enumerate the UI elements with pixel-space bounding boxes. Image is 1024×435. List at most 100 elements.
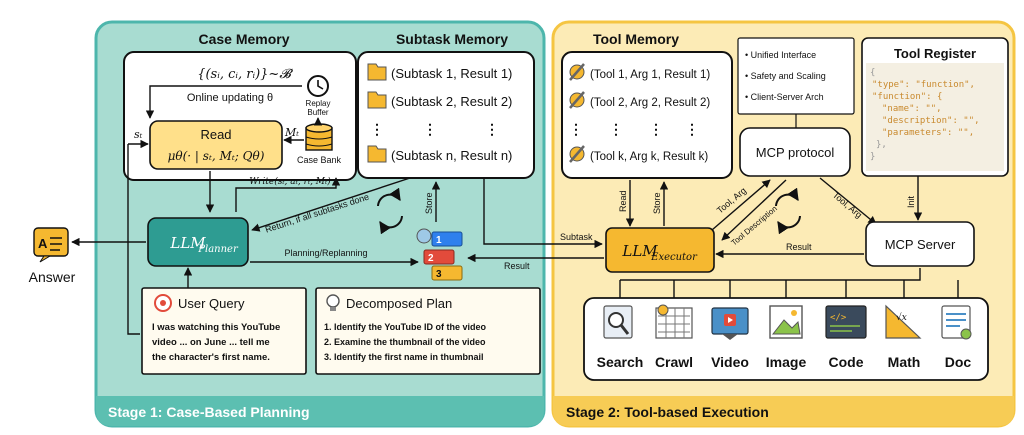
tool-label-video: Video xyxy=(711,354,749,370)
wrench-gear-icon xyxy=(569,63,585,163)
feature-item: • Client-Server Arch xyxy=(745,92,824,102)
svg-text:√x: √x xyxy=(896,312,907,323)
subtask-dots: ⋮ xyxy=(423,121,437,137)
mcp-protocol-box xyxy=(739,127,851,177)
decomposed-plan-title: Decomposed Plan xyxy=(346,296,452,311)
tool-dots: ⋮ xyxy=(609,121,623,137)
planning-label: Planning/Replanning xyxy=(284,248,367,258)
subtask-label: Subtask xyxy=(560,232,593,242)
answer-icon: A xyxy=(33,227,69,263)
folder-icon xyxy=(367,63,387,163)
read-label: Read xyxy=(200,127,231,142)
tool-label-image: Image xyxy=(766,354,807,370)
subtask-dots: ⋮ xyxy=(370,121,384,137)
s-t-label: sₜ xyxy=(134,128,143,141)
executor-label: LLM xyxy=(621,242,658,260)
answer-label: Answer xyxy=(29,269,76,285)
subtask-memory-title: Subtask Memory xyxy=(396,31,508,47)
tool-label-doc: Doc xyxy=(945,354,972,370)
tool-memory-title: Tool Memory xyxy=(593,31,679,47)
result-label-2: Result xyxy=(786,242,812,252)
subtask-dots: ⋮ xyxy=(485,121,499,137)
video-tool[interactable]: Video xyxy=(711,307,749,370)
read-box xyxy=(149,120,283,170)
online-update-label: Online updating θ xyxy=(187,92,273,104)
subtask-row-1: (Subtask 1, Result 1) xyxy=(391,66,512,81)
mcp-server-label: MCP Server xyxy=(885,237,956,252)
search-tool[interactable]: Search xyxy=(597,305,644,370)
stage1-title: Stage 1: Case-Based Planning xyxy=(108,404,310,420)
feature-item: • Unified Interface xyxy=(745,50,816,60)
code-area xyxy=(866,63,1004,171)
tool-row-2: (Tool 2, Arg 2, Result 2) xyxy=(590,97,710,109)
store-label-2: Store xyxy=(652,192,662,214)
user-query-line: video ... on June ... tell me xyxy=(152,337,270,348)
read-label-2: Read xyxy=(618,190,628,212)
lightbulb-icon xyxy=(326,294,340,311)
code-line: { xyxy=(870,68,875,78)
decomposed-plan-card xyxy=(315,287,541,375)
tool-row-1: (Tool 1, Arg 1, Result 1) xyxy=(590,69,710,81)
code-line: "function": { xyxy=(872,92,942,102)
tool-row-3: (Tool k, Arg k, Result k) xyxy=(590,151,708,163)
feature-item: • Safety and Scaling xyxy=(745,71,826,81)
code-line: "name": "", xyxy=(882,104,942,114)
replay-buffer-label-2: Buffer xyxy=(307,108,329,117)
math-icon xyxy=(885,304,922,339)
plan-line: 2. Examine the thumbnail of the video xyxy=(324,337,486,347)
svg-text:1: 1 xyxy=(436,235,442,246)
tool-dots: ⋮ xyxy=(649,121,663,137)
tool-label-code: Code xyxy=(829,354,864,370)
stage2-title: Stage 2: Tool-based Execution xyxy=(566,404,769,420)
code-line: "parameters": "", xyxy=(882,128,974,138)
read-formula: μθ(· | sₜ, Mₜ; Qθ) xyxy=(168,149,265,163)
plan-line: 3. Identify the first name in thumbnail xyxy=(324,352,484,362)
code-line: "description": "", xyxy=(882,116,980,126)
case-bank-icon xyxy=(305,123,333,151)
case-bank-label: Case Bank xyxy=(297,155,342,165)
svg-text:A: A xyxy=(38,236,48,251)
tool-dots: ⋮ xyxy=(685,121,699,137)
llm-executor xyxy=(605,227,715,273)
crawl-tool[interactable]: Crawl xyxy=(655,304,693,370)
tool-memory-box xyxy=(561,51,733,179)
planner-sub: Planner xyxy=(197,244,239,255)
tool-label-search: Search xyxy=(597,354,644,370)
mcp-server-box xyxy=(865,221,975,267)
code-line: } xyxy=(870,152,875,162)
tool-label-crawl: Crawl xyxy=(655,354,693,370)
tool-register-title: Tool Register xyxy=(894,46,976,61)
user-query-line: I was watching this YouTube xyxy=(152,322,280,333)
tool-dots: ⋮ xyxy=(569,121,583,137)
code-icon xyxy=(825,305,867,339)
planner-label: LLM xyxy=(169,234,206,252)
code-line: }, xyxy=(876,140,887,150)
subtask-row-3: (Subtask n, Result n) xyxy=(391,148,512,163)
init-label: Init xyxy=(906,195,916,208)
result-label-1: Result xyxy=(504,261,530,271)
llm-planner xyxy=(147,217,249,267)
user-query-card xyxy=(141,287,307,375)
doc-tool[interactable]: Doc xyxy=(941,305,972,370)
code-tool[interactable]: </> Code xyxy=(825,305,867,370)
clock-icon xyxy=(307,75,329,97)
mcp-protocol-label: MCP protocol xyxy=(756,145,835,160)
svg-text:</>: </> xyxy=(830,313,847,323)
cycle-icon xyxy=(377,187,403,235)
math-tool[interactable]: √x Math xyxy=(885,304,922,370)
tool-connectors xyxy=(619,268,959,298)
user-query-title: User Query xyxy=(178,296,245,311)
subtask-memory-box xyxy=(357,51,535,179)
case-memory-title: Case Memory xyxy=(198,31,289,47)
svg-text:3: 3 xyxy=(436,269,442,280)
svg-text:2: 2 xyxy=(428,253,434,264)
image-tool[interactable]: Image xyxy=(766,305,807,370)
target-icon xyxy=(154,294,172,312)
code-line: "type": "function", xyxy=(872,80,975,90)
write-label: Write(sₜ, aₜ, rₜ, Mₜ) xyxy=(249,176,331,187)
replay-buffer-label-1: Replay xyxy=(306,99,331,108)
user-query-line: the character's first name. xyxy=(152,352,270,363)
subtask-row-2: (Subtask 2, Result 2) xyxy=(391,94,512,109)
